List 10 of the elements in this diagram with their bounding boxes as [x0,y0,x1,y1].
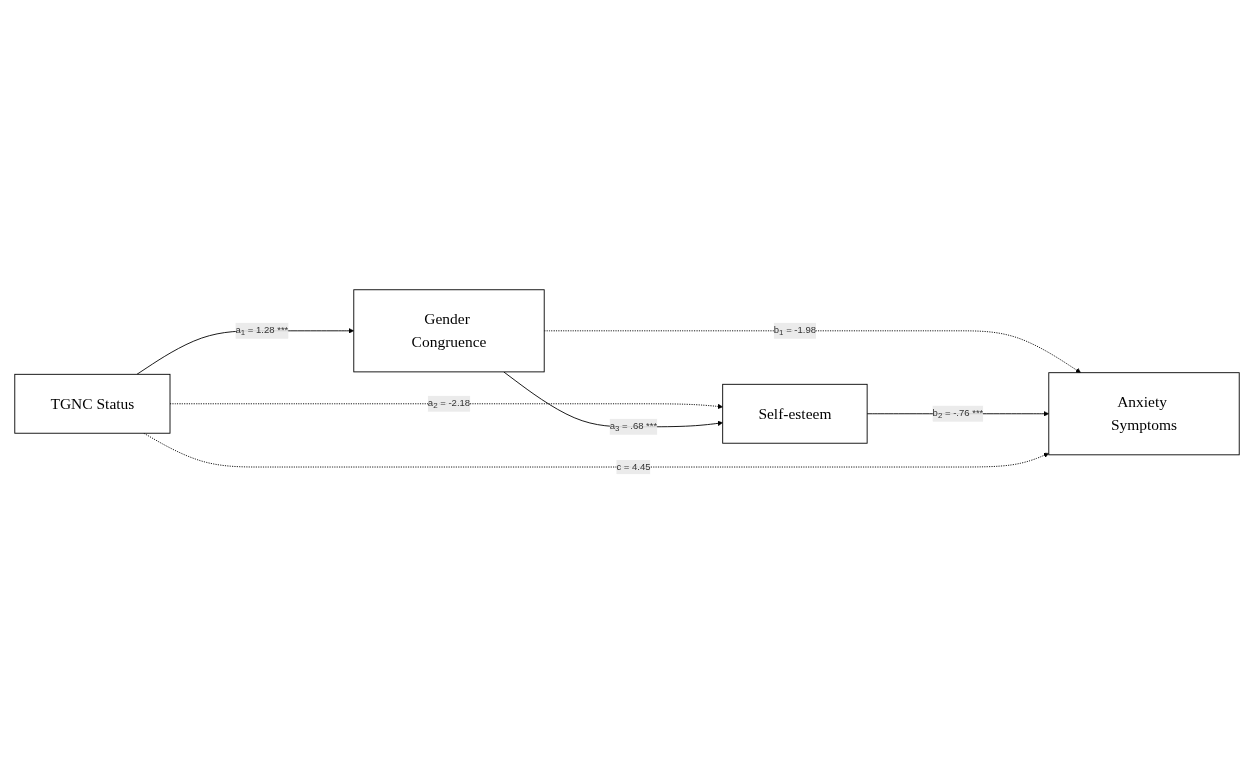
node-box: Self-esteem [722,383,868,444]
node-box: Gender Congruence [353,288,545,372]
edge-label: a$_{2}$ = -2.18 [427,397,471,410]
edge-label: b$_{1}$ = -1.98 [773,324,817,337]
edge-label: b$_{2}$ = -.76 *** [932,406,984,420]
node-box: Anxiety Symptoms [1048,371,1240,455]
node-box: TGNC Status [14,373,171,434]
edge-label: a$_{1}$ = 1.28 *** [235,324,289,337]
edge-label: a$_{3}$ = .68 *** [609,420,658,433]
edge-label: c = 4.45 [616,461,651,472]
